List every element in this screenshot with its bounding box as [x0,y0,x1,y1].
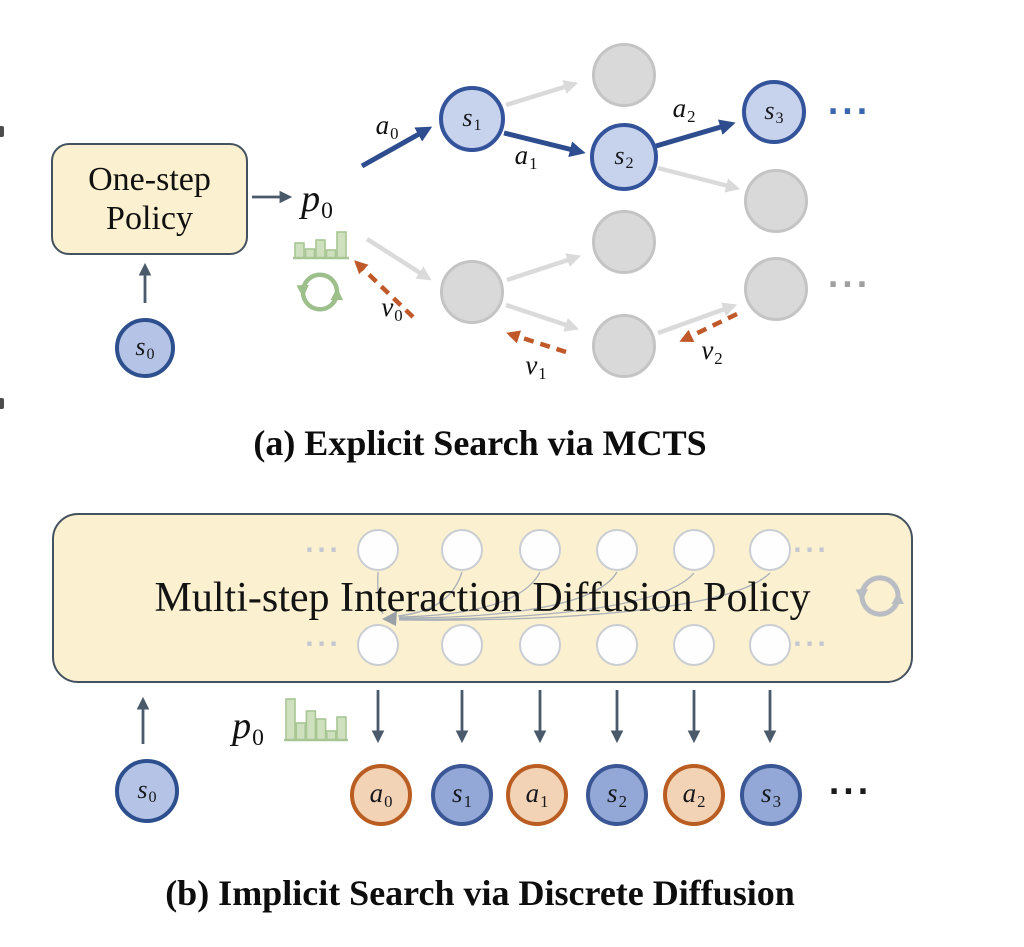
unexplored-node [744,257,808,321]
caption-panel-a: (a) Explicit Search via MCTS [253,423,707,463]
latent-node [441,624,483,666]
value-v1-arrow [506,330,567,355]
refresh-icon-green [296,272,344,312]
histogram-icon [284,698,348,742]
latent-node [441,529,483,571]
node-s0-b: s0 [115,759,179,823]
latent-node [673,624,715,666]
latent-node [596,529,638,571]
node-s0-a: s0 [115,318,175,378]
unexplored-node [592,43,656,107]
diffusion-attention-curves [377,571,771,626]
latent-node [749,624,791,666]
action-a0-arrow [360,126,433,169]
ellipsis-gray: ··· [827,267,871,303]
latent-node [357,529,399,571]
action-a2-arrow [655,119,736,149]
node-a2: a2 [663,764,725,826]
node-s1: s1 [439,86,505,152]
p0-label: p0 [301,178,333,224]
node-a1: a1 [506,764,568,826]
unexplored-node [440,260,504,324]
mcts-value-edges [354,260,738,355]
v1-label: v1 [525,350,547,383]
edge-artifact [0,126,4,137]
node-s2: s2 [586,764,648,826]
node-s3: s3 [740,764,802,826]
caption-panel-b: (b) Implicit Search via Discrete Diffusi… [165,873,795,913]
a1-label: a1 [514,140,538,173]
one-step-policy-line2: Policy [106,200,193,237]
latent-node [749,529,791,571]
attention-arrowhead [382,611,397,626]
v2-label: v2 [701,335,723,368]
one-step-policy-line1: One-step [88,160,211,198]
edge-artifact [0,398,4,409]
histogram-icon [293,231,349,260]
node-s1: s1 [431,764,493,826]
p0-label: p0 [232,705,264,751]
unexplored-node [592,314,656,378]
action-a1-arrow [503,130,586,158]
ellipsis-sequence: ··· [828,774,872,810]
latent-node [357,624,399,666]
unexplored-node [592,210,656,274]
latent-node [519,624,561,666]
node-s2: s2 [590,123,658,191]
unexplored-node [744,169,808,233]
latent-node [596,624,638,666]
panel-a-connector-arrows [138,190,293,303]
panel-b-connector-arrows [136,690,777,744]
box-ellipsis: ··· [304,536,342,564]
value-v2-arrow [679,311,738,343]
node-s3: s3 [742,80,806,144]
a0-label: a0 [375,110,399,143]
latent-node [519,529,561,571]
node-label: s [135,331,146,361]
ellipsis-states: ··· [827,94,871,130]
box-ellipsis: ··· [792,536,830,564]
one-step-policy-box: One-step Policy [51,143,248,255]
latent-node [673,529,715,571]
box-ellipsis: ··· [792,630,830,658]
refresh-icon-gray [855,575,905,617]
a2-label: a2 [672,93,696,126]
v0-label: v0 [381,292,403,325]
value-v0-arrow [354,260,415,319]
mcts-gray-edges [365,80,741,336]
mcts-action-edges [360,119,736,169]
node-a0: a0 [350,764,412,826]
box-ellipsis: ··· [304,630,342,658]
